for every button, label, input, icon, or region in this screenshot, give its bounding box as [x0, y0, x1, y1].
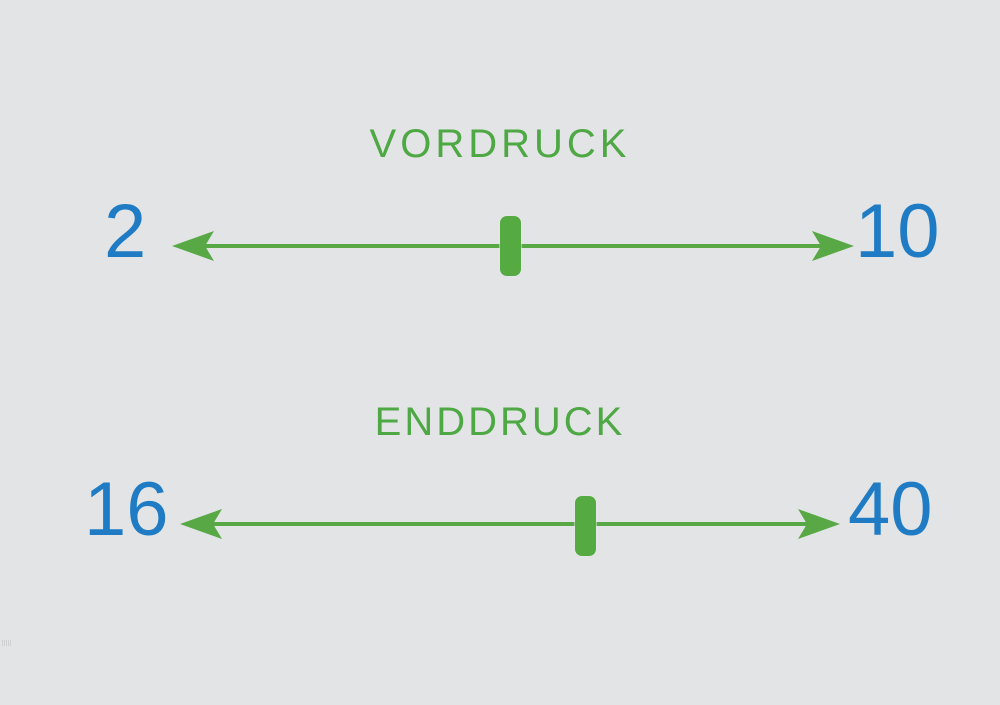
- slider-min-value-vordruck: 2: [104, 189, 147, 274]
- arrow-left-icon: [172, 231, 214, 261]
- scan-artifact: [2, 640, 11, 646]
- slider-title-enddruck: ENDDRUCK: [374, 400, 626, 444]
- arrow-left-icon: [180, 509, 222, 539]
- slider-max-value-vordruck: 10: [855, 189, 940, 274]
- slider-handle-vordruck[interactable]: [500, 216, 521, 276]
- axis-shaft-icon: [206, 522, 814, 526]
- slider-scale-enddruck: 16 40: [0, 458, 1000, 588]
- slider-axis-enddruck: [180, 500, 840, 548]
- slider-title-vordruck: VORDRUCK: [369, 122, 631, 166]
- slider-min-value-enddruck: 16: [84, 467, 169, 552]
- slider-scale-vordruck: 2 10: [0, 180, 1000, 310]
- arrow-right-icon: [798, 509, 840, 539]
- slider-max-value-enddruck: 40: [848, 467, 933, 552]
- arrow-right-icon: [812, 231, 854, 261]
- slider-handle-enddruck[interactable]: [575, 496, 596, 556]
